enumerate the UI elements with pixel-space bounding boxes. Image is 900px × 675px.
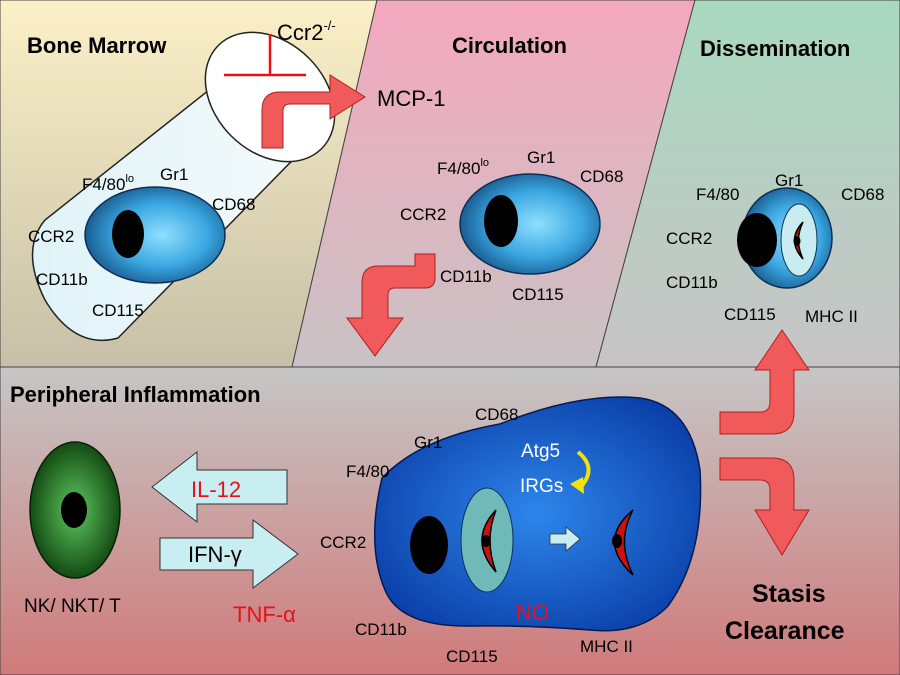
no-label: NO — [516, 600, 549, 625]
diss-gr1-label: Gr1 — [775, 171, 803, 190]
circ-cd11b-label: CD11b — [440, 267, 492, 286]
knockout-symbol — [224, 34, 306, 77]
ifng-arrow — [159, 518, 299, 590]
dissemination-up-arrow — [719, 329, 810, 435]
peri-cd115-label: CD115 — [446, 647, 498, 666]
peripheral-title: Peripheral Inflammation — [10, 382, 261, 407]
ifng-label: IFN-γ — [188, 542, 242, 567]
bm-ccr2-label: CCR2 — [28, 227, 74, 246]
circulation-monocyte — [459, 173, 601, 275]
bm-cd115-label: CD115 — [92, 301, 144, 320]
peri-mhc2-label: MHC II — [580, 637, 633, 656]
il12-arrow — [151, 450, 288, 524]
diss-cd115-label: CD115 — [724, 305, 776, 324]
release-arrow — [549, 526, 581, 552]
diss-f480-label: F4/80 — [696, 185, 739, 204]
bm-gr1-label: Gr1 — [160, 165, 188, 184]
circulation-nucleus — [484, 195, 518, 247]
bm-f480-label: F4/80lo — [82, 173, 134, 194]
tnfa-label: TNF-α — [233, 602, 296, 627]
bone-marrow-title: Bone Marrow — [27, 33, 167, 58]
peri-ccr2-label: CCR2 — [320, 533, 366, 552]
bm-cd68-label: CD68 — [212, 195, 255, 214]
mcp1-arrow — [261, 74, 366, 149]
stasis-down-arrow — [719, 457, 810, 556]
nk-label: NK/ NKT/ T — [24, 596, 121, 617]
peri-f480-label: F4/80 — [346, 462, 389, 481]
dissemination-title: Dissemination — [700, 36, 850, 61]
circ-f480-label: F4/80lo — [437, 157, 489, 178]
peri-cd68-label: CD68 — [475, 405, 518, 424]
nk-nucleus — [61, 492, 87, 528]
atg5-irgs-arrowhead — [570, 477, 584, 494]
circ-cd68-label: CD68 — [580, 167, 623, 186]
diss-ccr2-label: CCR2 — [666, 229, 712, 248]
free-pathogen — [613, 509, 634, 576]
bone-marrow-nucleus — [112, 210, 144, 258]
mcp1-label: MCP-1 — [377, 86, 445, 111]
dissemination-pathogen — [793, 221, 804, 260]
atg5-label: Atg5 — [521, 441, 560, 462]
inflammatory-macrophage — [373, 396, 702, 632]
free-pathogen-core — [612, 534, 622, 548]
dissemination-nucleus — [737, 213, 777, 267]
vacuole-pathogen-core — [481, 535, 491, 547]
diss-mhc2-label: MHC II — [805, 307, 858, 326]
dissemination-panel — [595, 0, 900, 368]
circ-gr1-label: Gr1 — [527, 148, 555, 167]
irgs-label: IRGs — [520, 476, 563, 497]
il12-label: IL-12 — [191, 477, 241, 502]
clearance-label: Clearance — [725, 617, 845, 645]
peri-cd11b-label: CD11b — [355, 620, 407, 639]
diss-cd11b-label: CD11b — [666, 273, 718, 292]
peri-gr1-label: Gr1 — [414, 433, 442, 452]
stasis-label: Stasis — [752, 580, 826, 608]
ccr2-knockout-label: Ccr2-/- — [277, 18, 336, 45]
bm-cd11b-label: CD11b — [36, 270, 88, 289]
circ-cd115-label: CD115 — [512, 285, 564, 304]
macrophage-nucleus — [410, 516, 448, 574]
bone-marrow-monocyte — [84, 186, 226, 284]
circ-ccr2-label: CCR2 — [400, 205, 446, 224]
dissemination-pathogen-core — [793, 236, 801, 246]
circulation-title: Circulation — [452, 33, 567, 58]
diss-cd68-label: CD68 — [841, 185, 884, 204]
circulation-down-arrow — [346, 253, 436, 357]
